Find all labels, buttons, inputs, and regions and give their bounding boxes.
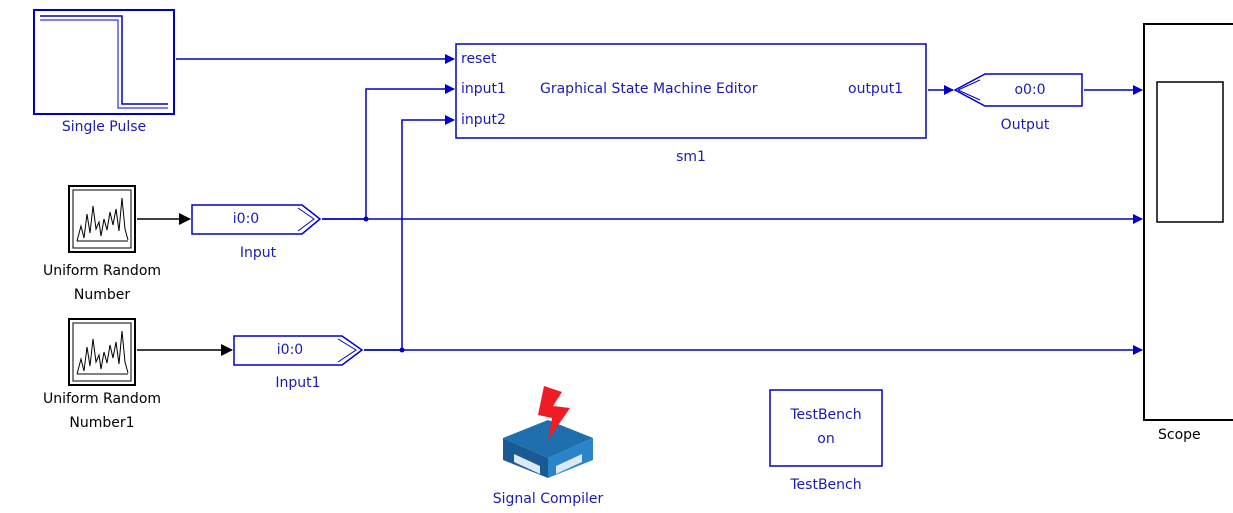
port-reset-label: reset	[461, 51, 497, 67]
signal-compiler-icon[interactable]	[503, 386, 593, 478]
random1-label-line2: Number1	[69, 415, 135, 431]
signal-compiler-label: Signal Compiler	[492, 491, 604, 507]
black-wires	[137, 213, 233, 356]
port-input2-label: input2	[461, 112, 506, 128]
testbench-line2: on	[817, 431, 835, 447]
junction-dot	[363, 216, 369, 222]
input-tag-value: i0:0	[232, 211, 260, 227]
wire-input-to-input1	[322, 84, 455, 220]
scope-block[interactable]	[1143, 23, 1233, 421]
wire-input1-to-input2	[364, 115, 455, 351]
input-tag-block[interactable]	[191, 204, 322, 235]
port-input1-label: input1	[461, 81, 506, 97]
state-machine-title: Graphical State Machine Editor	[540, 81, 758, 97]
single-pulse-block[interactable]	[33, 9, 175, 115]
wires	[176, 54, 1143, 355]
input1-tag-block[interactable]	[233, 335, 364, 366]
random-label-line1: Uniform Random	[42, 263, 162, 279]
output-tag-value: o0:0	[1014, 82, 1046, 98]
testbench-label: TestBench	[790, 477, 862, 493]
testbench-block[interactable]	[769, 389, 883, 467]
input1-tag-value: i0:0	[276, 342, 304, 358]
scope-label: Scope	[1158, 427, 1201, 443]
testbench-line1: TestBench	[790, 407, 862, 423]
input-tag-label: Input	[239, 245, 277, 261]
input1-tag-label: Input1	[275, 375, 321, 391]
state-machine-name: sm1	[676, 149, 706, 165]
port-output1-label: output1	[848, 81, 904, 97]
output-tag-label: Output	[1000, 117, 1050, 133]
state-machine-block[interactable]	[455, 43, 927, 139]
uniform-random-number1-block[interactable]	[68, 318, 136, 386]
uniform-random-number-block[interactable]	[68, 185, 136, 253]
output-tag-block[interactable]	[953, 73, 1083, 107]
random1-label-line1: Uniform Random	[42, 391, 162, 407]
single-pulse-label: Single Pulse	[61, 119, 147, 135]
junction-dot	[399, 347, 405, 353]
random-label-line2: Number	[73, 287, 131, 303]
